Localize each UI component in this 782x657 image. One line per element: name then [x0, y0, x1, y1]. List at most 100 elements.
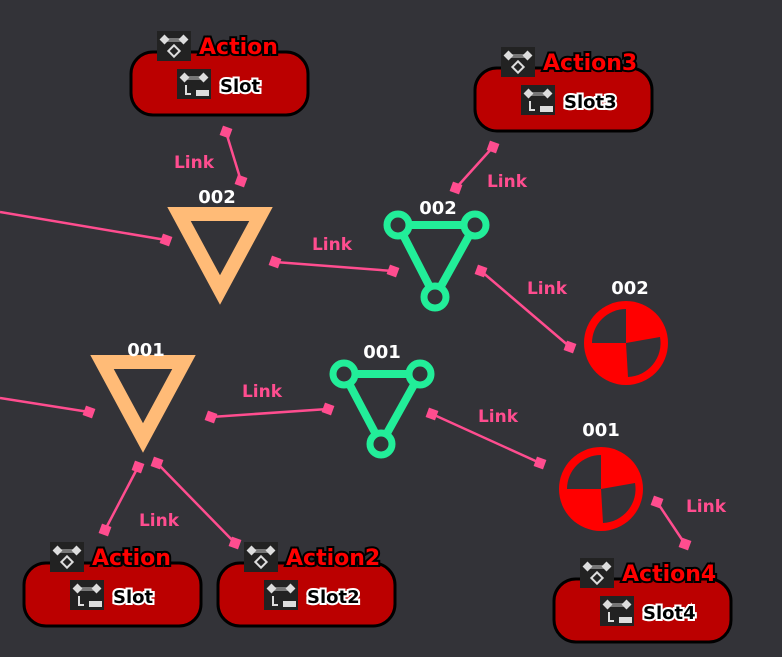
link[interactable]: Link — [204, 382, 335, 424]
node-id: 002 — [611, 278, 649, 299]
action-icon — [49, 541, 85, 573]
link-handle[interactable] — [234, 174, 248, 188]
node-id: 001 — [363, 342, 401, 363]
action-pill[interactable] — [22, 561, 203, 628]
action-icon — [579, 557, 615, 589]
link-handle[interactable] — [321, 402, 335, 416]
action-pill[interactable] — [129, 50, 310, 117]
link-handle[interactable] — [474, 264, 488, 278]
action-pill[interactable] — [216, 561, 397, 628]
action-name: Action — [92, 546, 171, 571]
link-line[interactable] — [103, 466, 140, 531]
link[interactable]: Link — [650, 495, 727, 551]
link-label: Link — [686, 497, 727, 517]
slot-name: Slot4 — [643, 603, 696, 624]
slot-name: Slot3 — [564, 92, 617, 113]
relay-port-icon — [329, 359, 359, 389]
link-line[interactable] — [0, 396, 90, 414]
link-handle[interactable] — [533, 456, 547, 470]
link-handle[interactable] — [159, 233, 173, 247]
link-handle[interactable] — [678, 537, 692, 551]
link-line[interactable] — [274, 260, 394, 273]
relay-triangle-icon — [337, 370, 427, 453]
link-handle[interactable] — [98, 523, 112, 537]
action-pill[interactable] — [473, 66, 654, 133]
target-quadrant — [567, 455, 601, 489]
link[interactable] — [0, 396, 96, 419]
link-handle[interactable] — [563, 340, 577, 354]
link-line[interactable] — [224, 131, 243, 182]
target-quadrant — [626, 337, 661, 377]
link-handle[interactable] — [150, 456, 164, 470]
link[interactable]: Link — [449, 140, 528, 195]
link[interactable]: Link — [268, 235, 400, 278]
node-id: 001 — [127, 340, 165, 361]
link-line[interactable] — [655, 501, 687, 545]
link-handle[interactable] — [449, 181, 463, 195]
link-line[interactable] — [156, 462, 236, 544]
action-name: Action2 — [286, 546, 380, 571]
slot-icon — [599, 595, 635, 627]
relay-port-icon — [420, 282, 450, 312]
slot-icon — [176, 68, 212, 100]
link[interactable]: Link — [139, 456, 242, 550]
relay-port-icon — [405, 359, 435, 389]
trigger-node[interactable]: 002 — [167, 187, 273, 305]
link-handle[interactable] — [131, 460, 145, 474]
target-node[interactable]: 002 — [584, 278, 668, 385]
slot-icon — [69, 579, 105, 611]
link-handle[interactable] — [268, 255, 282, 269]
action-icon — [243, 541, 279, 573]
link-handle[interactable] — [204, 410, 218, 424]
link[interactable] — [0, 210, 173, 247]
relay-triangle-icon — [391, 221, 482, 306]
link-label: Link — [174, 153, 215, 173]
node-id: 002 — [198, 187, 236, 208]
node-id: 001 — [582, 420, 620, 441]
link-handle[interactable] — [650, 495, 664, 509]
relay-port-icon — [383, 210, 413, 240]
action-icon — [156, 30, 192, 62]
slot-name: Slot — [220, 76, 261, 97]
link-handle[interactable] — [486, 140, 500, 154]
target-quadrant — [592, 309, 626, 343]
action-name: Action — [199, 35, 278, 60]
link[interactable]: Link — [174, 125, 248, 188]
relay-port-icon — [366, 429, 396, 459]
link-line[interactable] — [455, 146, 494, 189]
link-handle[interactable] — [219, 125, 233, 139]
link[interactable] — [98, 460, 145, 537]
slot-name: Slot2 — [307, 587, 360, 608]
link[interactable]: Link — [425, 407, 547, 470]
relay-port-icon — [460, 210, 490, 240]
link-handle[interactable] — [228, 536, 242, 550]
link-line[interactable] — [210, 407, 329, 419]
node-id: 002 — [419, 198, 457, 219]
link-label: Link — [139, 511, 180, 531]
action-pill[interactable] — [552, 577, 733, 644]
link-label: Link — [312, 235, 353, 255]
link-handle[interactable] — [82, 405, 96, 419]
relay-node[interactable]: 001 — [329, 342, 435, 459]
target-node[interactable]: 001 — [559, 420, 643, 531]
link-label: Link — [487, 172, 528, 192]
link-line[interactable] — [480, 270, 571, 348]
link-line[interactable] — [431, 412, 541, 465]
link[interactable]: Link — [474, 264, 577, 354]
relay-node[interactable]: 002 — [383, 198, 490, 312]
link-handle[interactable] — [425, 407, 439, 421]
link-label: Link — [242, 382, 283, 402]
triangle-icon — [167, 207, 273, 305]
link-line[interactable] — [0, 210, 167, 242]
action-icon — [500, 46, 536, 78]
trigger-node[interactable]: 001 — [90, 340, 196, 453]
triangle-icon — [90, 355, 196, 453]
link-handle[interactable] — [386, 264, 400, 278]
action-name: Action4 — [622, 562, 716, 587]
